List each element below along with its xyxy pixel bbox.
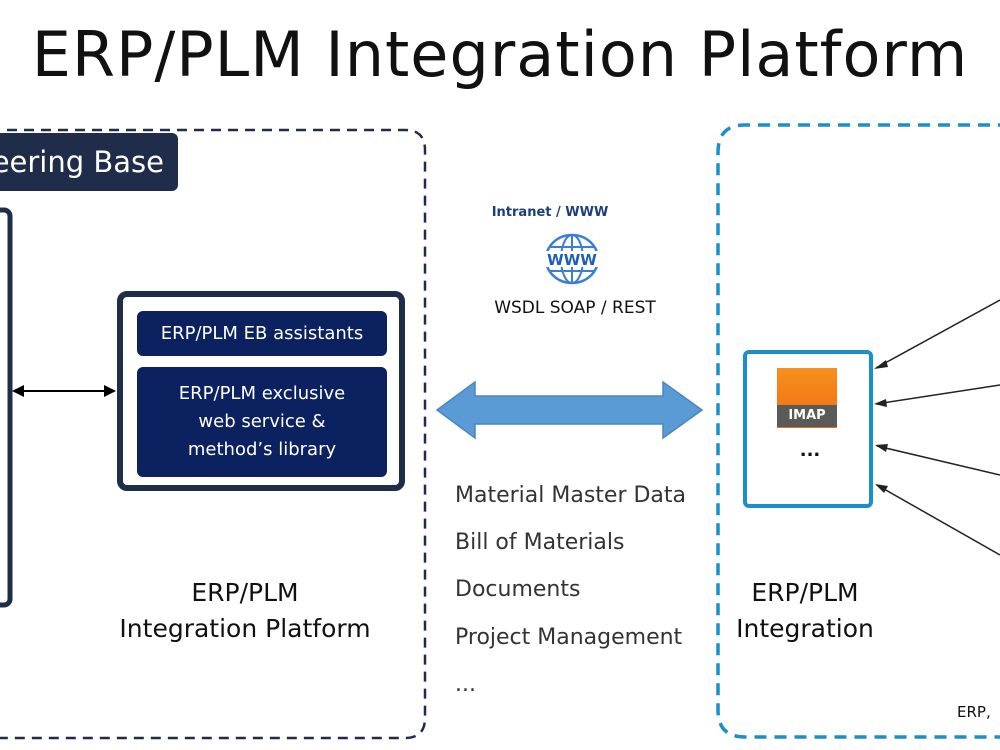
eb-assistants-block: ERP/PLM EB assistants [137, 311, 387, 356]
data-item: Project Management [455, 625, 683, 650]
incoming-arrow [876, 445, 1000, 476]
incoming-arrow [876, 484, 1000, 556]
right-caption: ERP/PLM Integration [725, 575, 885, 647]
left-module-box [0, 207, 13, 608]
incoming-arrow-head [875, 484, 888, 493]
library-line: method’s library [187, 439, 337, 460]
incoming-arrow-head [874, 360, 888, 369]
protocol-label: WSDL SOAP / REST [494, 298, 656, 318]
tab-label: ineering Base [0, 145, 164, 179]
data-item: Bill of Materials [455, 530, 625, 555]
left-caption-line: Integration Platform [119, 614, 371, 643]
left-caption-line: ERP/PLM [191, 578, 299, 607]
left-container [0, 128, 427, 740]
left-caption: ERP/PLM Integration Platform [100, 575, 390, 647]
exchange-arrow [435, 380, 704, 440]
right-container [716, 123, 1000, 739]
globe-text: WWW [547, 251, 597, 269]
incoming-arrow-head [875, 444, 888, 452]
link-arrow-head-left [12, 385, 24, 397]
incoming-arrow [875, 299, 1000, 369]
corner-label: ERP, [957, 703, 991, 721]
link-arrow-head-right [104, 385, 116, 397]
engineering-base-tab: ineering Base [0, 133, 178, 191]
right-caption-line: Integration [736, 614, 874, 643]
data-item: ... [455, 672, 476, 697]
incoming-arrow-head [874, 399, 887, 407]
more-modules: ... [799, 440, 821, 461]
imap-logo-text: IMAP [777, 405, 837, 427]
network-label: Intranet / WWW [491, 205, 609, 220]
eb-assistants-label: ERP/PLM EB assistants [160, 322, 364, 344]
library-line: web service & [198, 411, 326, 432]
data-item: Material Master Data [455, 483, 687, 508]
library-line: ERP/PLM exclusive [178, 383, 346, 404]
globe-icon: WWW [543, 233, 601, 285]
right-caption-line: ERP/PLM [751, 578, 859, 607]
data-item: Documents [455, 577, 581, 602]
imap-module-box [743, 350, 873, 508]
incoming-arrow [875, 384, 1000, 405]
page-title: ERP/PLM Integration Platform [31, 18, 969, 91]
web-service-library-block: ERP/PLM exclusive web service & method’s… [137, 367, 387, 477]
